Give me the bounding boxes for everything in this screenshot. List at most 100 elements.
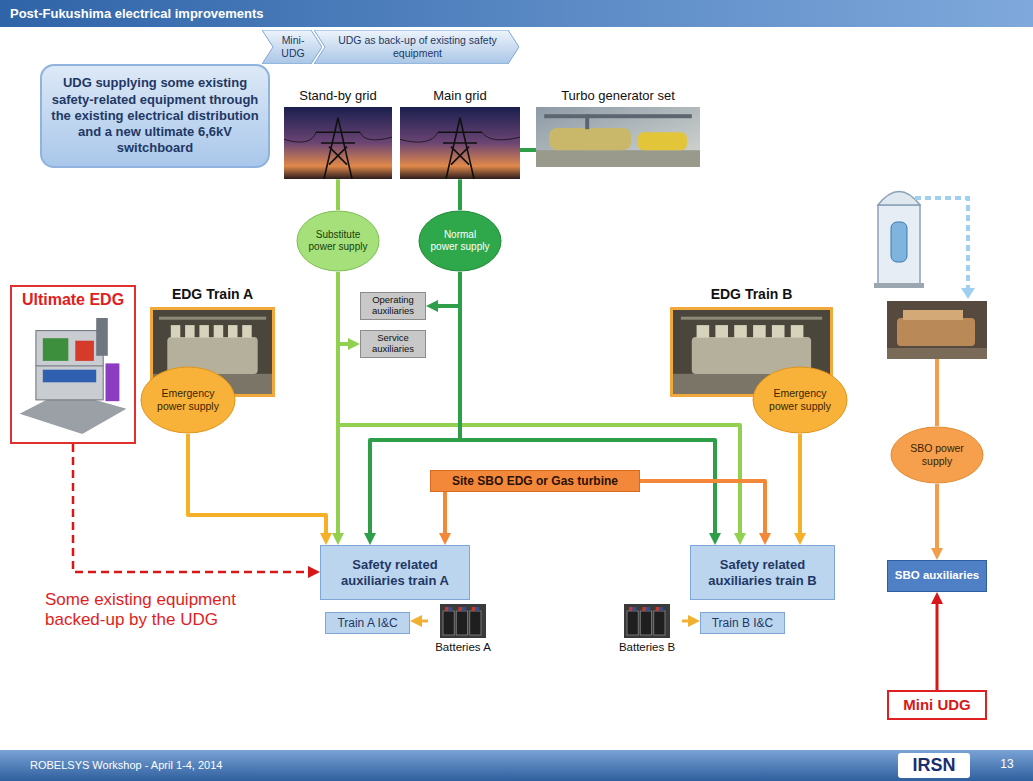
supply-ellipse: Emergency power supply	[140, 366, 236, 434]
engine-floor	[887, 348, 987, 359]
box-text: UDG supplying some existing safety-relat…	[50, 75, 260, 156]
power-connector	[682, 620, 688, 623]
chevron-outline	[314, 30, 519, 64]
ic-box: Train A I&C	[325, 612, 410, 634]
page-number: 13	[990, 757, 1024, 773]
illustration-part	[443, 611, 454, 635]
illustration-part	[400, 118, 520, 179]
illustration-part	[199, 325, 209, 338]
illustration-part	[214, 325, 224, 338]
illustration-part	[329, 147, 347, 165]
battery-picture: Batteries B	[612, 604, 682, 653]
ellipse-outline	[297, 211, 379, 271]
photo	[440, 604, 486, 638]
illustration-part	[536, 107, 700, 167]
power-connector	[443, 492, 447, 533]
ellipse-text: Emergency power supply	[153, 387, 224, 412]
power-connector	[935, 484, 939, 548]
chevron-outline	[262, 30, 322, 64]
illustration-part	[284, 118, 392, 179]
title-band: Post-Fukushima electrical improvements	[0, 0, 1033, 27]
illustration-part	[544, 114, 692, 118]
auxiliaries-box: Service auxiliaries	[360, 330, 426, 358]
reactor-vessel	[891, 222, 907, 262]
illustration-part	[791, 325, 804, 338]
sbo-auxiliaries-box: SBO auxiliaries	[887, 560, 987, 592]
box-text: Safety related auxiliaries train A	[327, 557, 463, 588]
illustration-part	[456, 611, 467, 635]
photo	[400, 107, 520, 179]
footer-text: ROBELSYS Workshop - April 1-4, 2014	[30, 758, 450, 772]
illustration-part	[446, 118, 474, 179]
illustration-part	[536, 150, 700, 167]
reactor-building	[878, 205, 920, 285]
sbo-bar: Site SBO EDG or Gas turbine	[430, 470, 640, 492]
box-text: Mini UDG	[903, 696, 971, 714]
sbo-feed-line	[935, 359, 939, 426]
illustration-part	[106, 363, 120, 401]
photo-illustration	[536, 107, 700, 167]
steam-line	[915, 198, 968, 290]
illustration-part	[627, 611, 638, 635]
box-text: Train A I&C	[337, 616, 397, 630]
ellipse-outline	[419, 211, 501, 271]
box-text: Train B I&C	[712, 616, 774, 630]
auxiliaries-box: Operating auxiliaries	[360, 292, 426, 320]
power-connector	[798, 434, 802, 533]
grid-picture: Stand-by grid	[284, 88, 392, 179]
photo-ground	[887, 301, 987, 359]
illustration-part	[400, 132, 520, 142]
ellipse-text: SBO power supply	[902, 442, 972, 467]
illustration-part	[228, 325, 238, 338]
illustration-part	[451, 147, 469, 165]
photo	[284, 107, 392, 179]
illustration-part	[632, 607, 636, 611]
box-text: Operating auxiliaries	[363, 295, 423, 317]
illustration-part	[475, 607, 479, 611]
illustration-part	[681, 316, 822, 319]
reactor-illustration	[874, 192, 924, 289]
illustration-part	[549, 128, 631, 150]
illustration-part	[36, 331, 103, 400]
power-connector	[520, 148, 536, 152]
illustration-part	[185, 325, 195, 338]
power-connector	[640, 481, 765, 533]
battery-picture: Batteries A	[428, 604, 498, 653]
engine-top	[903, 310, 963, 320]
illustration-part	[284, 132, 392, 142]
illustration-part	[772, 325, 785, 338]
picture-caption: Main grid	[400, 88, 520, 104]
picture-caption: Turbo generator set	[536, 88, 700, 104]
power-connector	[438, 272, 460, 306]
box-text: Safety related auxiliaries train B	[697, 557, 828, 588]
ellipse-text: Normal power supply	[429, 229, 491, 253]
illustration-part	[585, 114, 589, 129]
illustration-part	[400, 107, 520, 179]
box-text: SBO auxiliaries	[895, 569, 979, 583]
photo-illustration	[440, 604, 486, 638]
info-box: UDG supplying some existing safety-relat…	[40, 64, 270, 168]
supply-ellipse: Substitute power supply	[296, 210, 380, 272]
ellipse-text: Emergency power supply	[765, 387, 836, 412]
illustration-part	[43, 338, 69, 361]
illustration-part	[654, 611, 665, 635]
illustration-part	[284, 107, 392, 179]
illustration-part	[715, 325, 728, 338]
illustration-part	[438, 132, 482, 143]
illustration-part	[324, 118, 352, 179]
photo-illustration	[400, 107, 520, 179]
step-chevron: UDG as back-up of existing safety equipm…	[314, 30, 519, 64]
illustration-part	[36, 365, 103, 366]
box-text: Service auxiliaries	[363, 333, 423, 355]
illustration-part	[316, 132, 360, 143]
supply-ellipse: Normal power supply	[418, 210, 502, 272]
picture-caption: Stand-by grid	[284, 88, 392, 104]
illustration-part	[624, 604, 670, 638]
photo-illustration	[624, 604, 670, 638]
box-text: UDG as back-up of existing safety equipm…	[329, 34, 506, 59]
ellipse-outline	[141, 367, 235, 433]
illustration-part	[242, 325, 252, 338]
ic-box: Train B I&C	[700, 612, 785, 634]
illustration-part	[638, 132, 687, 150]
